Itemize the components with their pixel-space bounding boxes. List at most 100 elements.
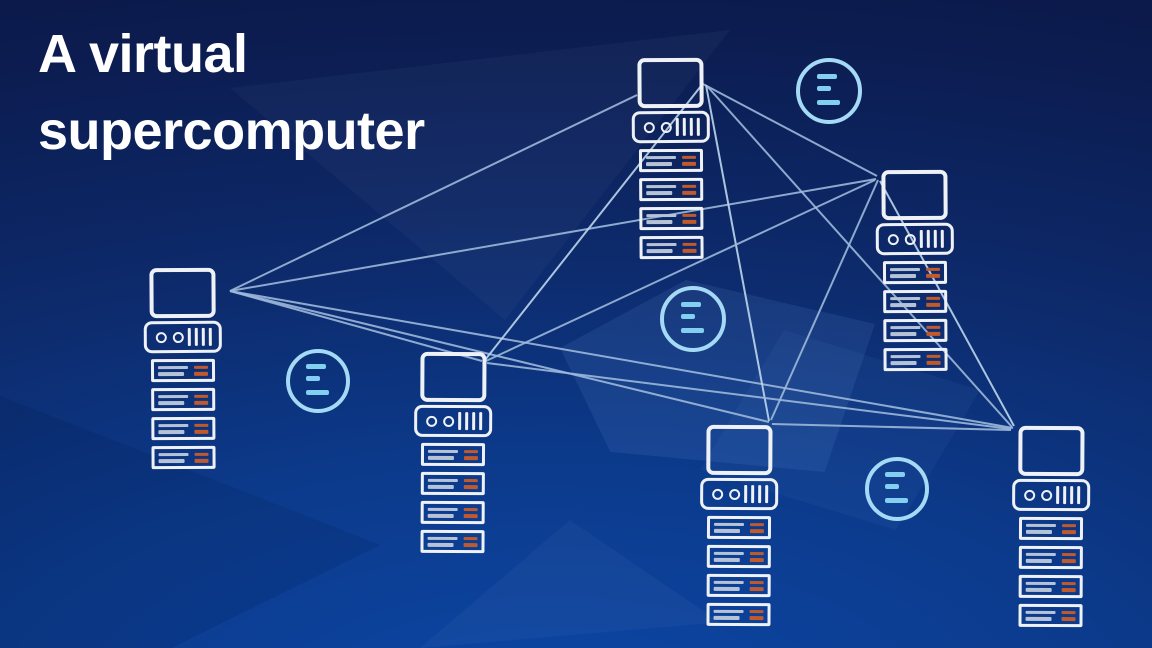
cpu-vent xyxy=(1063,486,1067,505)
server-row-bar-gray xyxy=(427,513,454,518)
server-row-bar-gray xyxy=(713,615,740,620)
cpu-vent xyxy=(926,229,930,248)
network-link-line xyxy=(229,290,1014,429)
server-row-leds xyxy=(682,213,697,224)
network-link-line xyxy=(485,179,876,362)
cpu-button xyxy=(887,233,899,245)
cpu-buttons xyxy=(155,331,188,343)
server-row-bar-orange xyxy=(682,248,697,253)
network-link-line xyxy=(484,85,702,361)
server-row-bar-orange xyxy=(682,184,697,188)
cpu-vent xyxy=(696,117,700,136)
server-row-bar-gray xyxy=(646,213,677,218)
server-row-bar-gray xyxy=(713,522,745,527)
server-row-leds xyxy=(749,522,765,533)
server-row-labels xyxy=(889,267,921,278)
cpu-vent xyxy=(765,485,769,504)
server-row-bar-gray xyxy=(1025,587,1052,592)
server-row-labels xyxy=(890,325,921,336)
server-row-bar-gray xyxy=(158,423,189,428)
computer-bottom-middle-computer-icon xyxy=(699,424,779,627)
server-row-bar-orange xyxy=(1061,552,1076,557)
server-rack-row xyxy=(883,347,948,372)
server-row-bar-gray xyxy=(1025,523,1057,528)
cpu-vents xyxy=(675,117,700,136)
server-rack-row xyxy=(1018,603,1083,628)
server-row-bar-orange xyxy=(1061,610,1076,615)
server-row-bar-orange xyxy=(193,365,209,369)
server-row-bar-gray xyxy=(889,267,921,272)
cpu-unit xyxy=(700,477,779,511)
server-row-bar-orange xyxy=(682,242,697,246)
server-row-labels xyxy=(158,394,189,405)
server-row-labels xyxy=(427,536,458,547)
cpu-vent xyxy=(751,485,755,504)
server-row-bar-gray xyxy=(713,551,744,556)
computer-top-center-computer-icon xyxy=(631,57,710,260)
cpu-button xyxy=(712,488,724,500)
server-row-leds xyxy=(463,536,478,547)
network-link-line xyxy=(770,179,879,421)
server-row-labels xyxy=(713,522,745,533)
cpu-buttons xyxy=(426,415,458,427)
server-row-bar-orange xyxy=(1061,588,1076,592)
server-row-leds xyxy=(1061,610,1076,621)
server-row-bar-gray xyxy=(713,586,740,591)
server-row-bar-gray xyxy=(890,325,921,330)
server-rack-row xyxy=(1018,516,1084,541)
server-row-labels xyxy=(427,507,458,518)
server-row-leds xyxy=(925,267,941,278)
server-row-bar-gray xyxy=(646,190,673,195)
cpu-vents xyxy=(187,327,212,346)
server-row-bar-gray xyxy=(1025,610,1056,615)
server-row-bar-gray xyxy=(158,452,189,457)
server-row-bar-orange xyxy=(1061,530,1076,534)
server-rack-row xyxy=(1018,574,1083,599)
server-row-bar-gray xyxy=(158,400,185,405)
cpu-vent xyxy=(208,327,212,346)
server-row-labels xyxy=(646,242,677,253)
cpu-vent xyxy=(675,117,679,136)
menu-line xyxy=(817,100,840,105)
server-row-bar-orange xyxy=(926,360,941,365)
menu-circle-center-menu-icon xyxy=(660,286,726,352)
server-row-bar-gray xyxy=(1025,558,1052,563)
network-link-line xyxy=(229,178,877,292)
network-link-line xyxy=(879,180,1015,427)
server-row-bar-orange xyxy=(926,331,941,336)
server-row-bar-orange xyxy=(749,587,764,591)
server-rack-row xyxy=(706,573,771,598)
server-row-labels xyxy=(158,423,189,434)
server-row-leds xyxy=(749,609,764,620)
cpu-buttons xyxy=(887,233,920,245)
server-row-leds xyxy=(926,354,941,365)
server-row-labels xyxy=(890,296,921,307)
menu-line xyxy=(817,86,831,91)
cpu-vent xyxy=(458,412,462,431)
cpu-unit xyxy=(1012,478,1091,512)
server-row-bar-gray xyxy=(157,365,189,370)
server-row-labels xyxy=(713,609,744,620)
server-rack-row xyxy=(420,471,485,496)
server-row-bar-orange xyxy=(682,213,697,217)
computer-mid-left-computer-icon xyxy=(413,351,493,554)
server-row-bar-gray xyxy=(158,394,189,399)
menu-line xyxy=(306,390,329,395)
server-row-bar-orange xyxy=(926,354,941,358)
server-row-bar-orange xyxy=(682,190,697,195)
server-row-bar-orange xyxy=(749,522,765,527)
cpu-unit xyxy=(414,404,493,438)
server-row-bar-gray xyxy=(646,219,673,224)
cpu-unit xyxy=(875,222,954,256)
server-row-bar-gray xyxy=(427,484,454,489)
menu-line xyxy=(306,364,326,369)
server-row-bar-gray xyxy=(646,248,673,253)
server-row-bar-gray xyxy=(1025,616,1052,621)
cpu-button xyxy=(155,331,167,343)
cpu-vent xyxy=(1070,486,1074,505)
title-line-2: supercomputer xyxy=(38,100,425,161)
server-row-bar-orange xyxy=(463,456,478,460)
computer-bottom-right-computer-icon xyxy=(1011,425,1091,628)
server-row-bar-gray xyxy=(713,557,740,562)
server-row-leds xyxy=(463,449,479,460)
